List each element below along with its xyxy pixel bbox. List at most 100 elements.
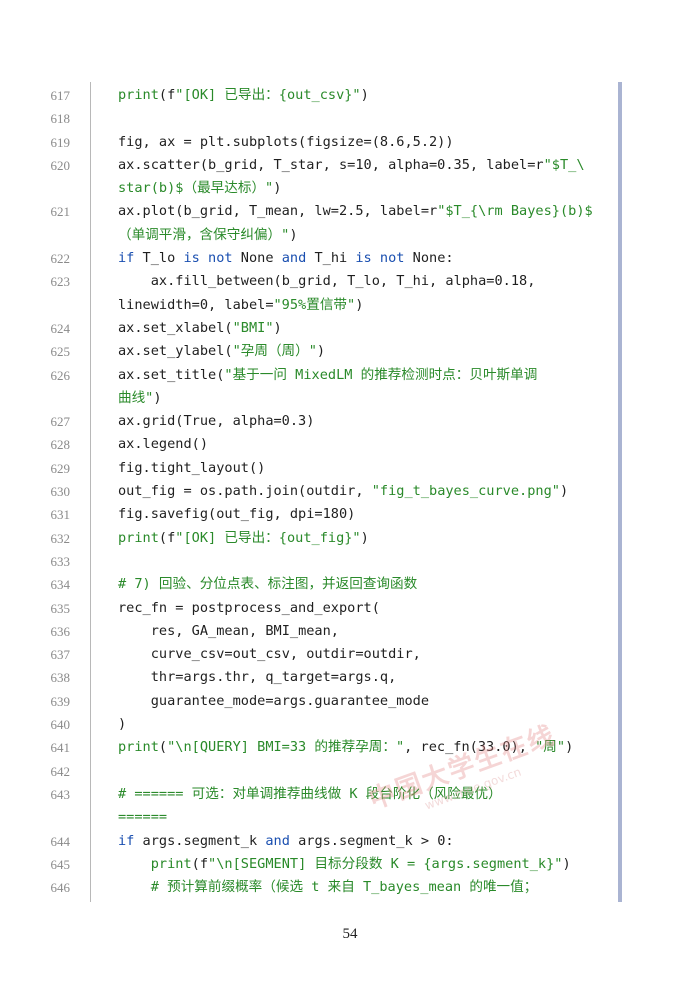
- line-number: 646: [50, 880, 71, 896]
- code-line: 644 if args.segment_k and args.segment_k …: [0, 830, 640, 853]
- line-number: 619: [50, 134, 71, 150]
- line-number: 625: [50, 344, 71, 360]
- code-line: 628 ax.legend(): [0, 433, 640, 456]
- code-token: (f: [158, 529, 176, 546]
- code-text: # 7) 回验、分位点表、标注图，并返回查询函数: [118, 573, 604, 596]
- keyword-token: is not: [183, 250, 233, 267]
- code-token: ): [559, 483, 569, 500]
- string-token: "周": [535, 739, 566, 756]
- code-token: res, GA_mean, BMI_mean,: [118, 622, 339, 639]
- string-token: print: [118, 529, 159, 546]
- code-line: 631 fig.savefig(out_fig, dpi=180): [0, 503, 640, 526]
- line-number: 641: [50, 740, 71, 756]
- code-line: 645 print(f"\n[SEGMENT] 目标分段数 K = {args.…: [0, 853, 640, 876]
- code-token: None:: [404, 250, 454, 267]
- keyword-token: if: [118, 832, 135, 849]
- line-number: 627: [50, 414, 71, 430]
- string-token: print: [118, 739, 159, 756]
- comment-token: # ====== 可选：对单调推荐曲线做 K 段台阶化（风险最优） ======: [118, 785, 502, 826]
- line-number: 631: [50, 507, 71, 523]
- code-text: rec_fn = postprocess_and_export(: [118, 597, 604, 620]
- code-line: 642: [0, 760, 640, 783]
- code-block-right-border: [618, 82, 622, 902]
- code-text: fig.savefig(out_fig, dpi=180): [118, 503, 604, 526]
- code-line: 623 ax.fill_between(b_grid, T_lo, T_hi, …: [0, 270, 640, 317]
- code-token: ): [289, 226, 298, 243]
- code-line: 636 res, GA_mean, BMI_mean,: [0, 620, 640, 643]
- line-number: 633: [50, 553, 71, 569]
- code-token: rec_fn = postprocess_and_export(: [118, 599, 380, 616]
- code-text: print(f"[OK] 已导出：{out_fig}"): [118, 527, 604, 550]
- keyword-token: and: [265, 832, 290, 849]
- code-line: 622 if T_lo is not None and T_hi is not N…: [0, 247, 640, 270]
- string-token: print: [150, 855, 192, 872]
- code-token: [118, 856, 151, 872]
- line-number: 644: [50, 833, 71, 849]
- code-text: fig, ax = plt.subplots(figsize=(8.6,5.2)…: [118, 131, 604, 154]
- code-token: fig.tight_layout(): [118, 459, 266, 476]
- code-line: 637 curve_csv=out_csv, outdir=outdir,: [0, 643, 640, 666]
- code-token: thr=args.thr, q_target=args.q,: [118, 669, 397, 686]
- keyword-token: if: [118, 250, 135, 267]
- code-token: ax.set_title(: [118, 366, 225, 383]
- code-token: , rec_fn(33.0),: [404, 739, 536, 756]
- code-token: args.segment_k > 0:: [289, 832, 454, 849]
- code-token: ): [273, 319, 282, 336]
- code-text: ax.scatter(b_grid, T_star, s=10, alpha=0…: [118, 154, 604, 201]
- string-token: "[OK] 已导出：{out_fig}": [175, 529, 361, 546]
- code-text: print(f"\n[SEGMENT] 目标分段数 K = {args.segm…: [118, 853, 604, 876]
- code-token: args.segment_k: [134, 832, 266, 849]
- line-number: 639: [50, 693, 71, 709]
- code-text: ax.legend(): [118, 433, 604, 456]
- code-line: 627 ax.grid(True, alpha=0.3): [0, 410, 640, 433]
- code-text: fig.tight_layout(): [118, 457, 604, 480]
- comment-token: # 预计算前缀概率（候选 t 来自 T_bayes_mean 的唯一值；: [150, 879, 538, 896]
- gutter-divider: [90, 82, 91, 902]
- line-number: 628: [50, 437, 71, 453]
- string-token: "$T_{\rm Bayes}(b)$ （单调平滑，含保守纠偏）": [118, 203, 593, 243]
- code-text: ax.set_xlabel("BMI"): [118, 317, 604, 340]
- code-token: (f: [158, 87, 176, 103]
- code-line: 646 # 预计算前缀概率（候选 t 来自 T_bayes_mean 的唯一值；: [0, 876, 640, 899]
- code-token: ax.grid(True, alpha=0.3): [118, 413, 315, 430]
- line-number: 643: [50, 786, 71, 802]
- code-token: ax.set_ylabel(: [118, 343, 233, 360]
- string-token: "孕周（周）": [232, 343, 317, 360]
- code-token: ): [562, 855, 571, 872]
- code-text: if T_lo is not None and T_hi is not None…: [118, 247, 604, 270]
- code-text: if args.segment_k and args.segment_k > 0…: [118, 830, 604, 853]
- code-line: 634 # 7) 回验、分位点表、标注图，并返回查询函数: [0, 573, 640, 596]
- keyword-token: is not: [355, 250, 405, 267]
- line-number: 623: [50, 274, 71, 290]
- code-token: ): [565, 739, 574, 756]
- line-number: 617: [50, 88, 71, 103]
- line-number: 640: [50, 717, 71, 733]
- code-token: (: [158, 739, 168, 756]
- code-token: ): [316, 343, 326, 360]
- comment-token: # 7) 回验、分位点表、标注图，并返回查询函数: [118, 576, 418, 593]
- code-token: ): [273, 180, 282, 197]
- line-number: 622: [50, 251, 71, 267]
- code-line: 625 ax.set_ylabel("孕周（周）"): [0, 340, 640, 363]
- keyword-token: and: [281, 250, 307, 267]
- code-text: [118, 550, 604, 573]
- line-number: 634: [50, 577, 71, 593]
- code-text: out_fig = os.path.join(outdir, "fig_t_ba…: [118, 480, 604, 503]
- string-token: star(b)$（最早达标）": [118, 180, 274, 197]
- line-number: 626: [50, 367, 71, 383]
- line-number: 642: [50, 763, 71, 779]
- code-text: thr=args.thr, q_target=args.q,: [118, 666, 604, 689]
- line-number: 618: [50, 111, 71, 127]
- code-token: ): [118, 716, 127, 733]
- string-token: "fig_t_bayes_curve.png": [371, 483, 560, 500]
- code-token: fig, ax = plt.subplots(figsize=(8.6,5.2)…: [118, 133, 454, 150]
- code-text: guarantee_mode=args.guarantee_mode: [118, 690, 604, 713]
- code-token: ax.set_xlabel(: [118, 319, 233, 336]
